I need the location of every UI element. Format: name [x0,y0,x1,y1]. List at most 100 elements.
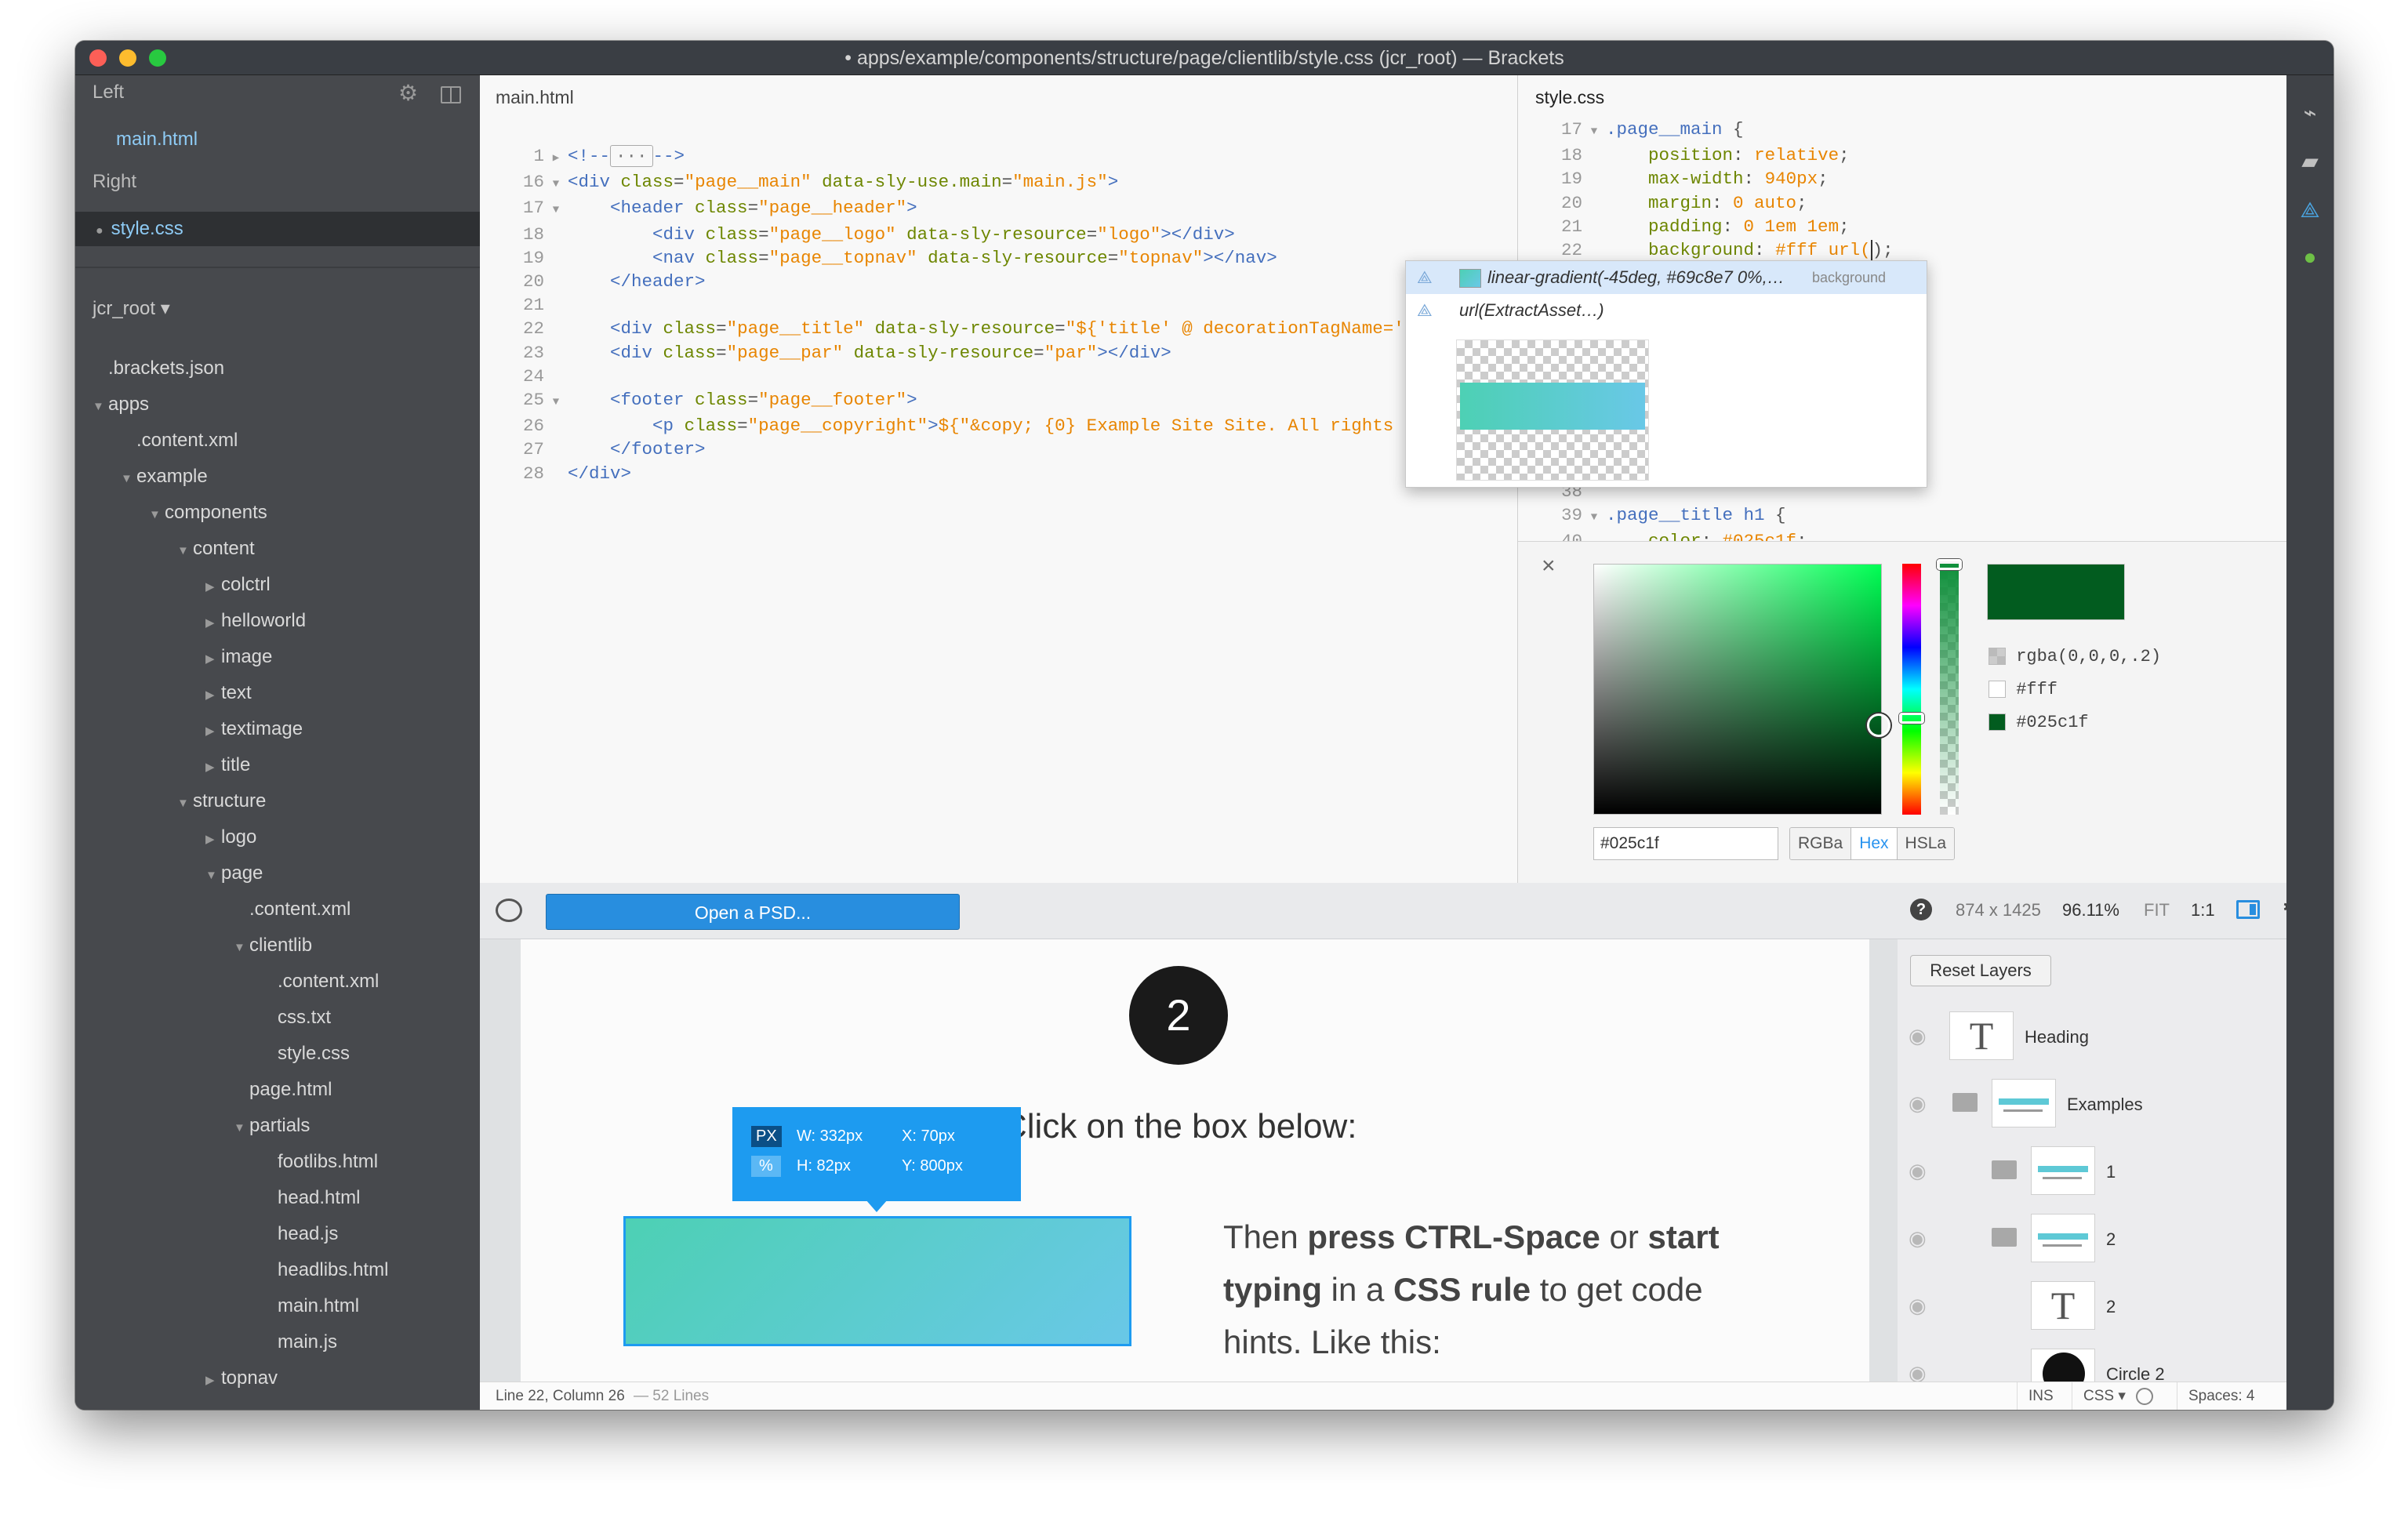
open-psd-button[interactable]: Open a PSD... [546,894,960,930]
tree-file[interactable]: footlibs.html [262,1145,378,1179]
tree-folder[interactable]: ▼content [177,532,255,566]
px-unit-toggle[interactable]: PX [751,1126,782,1147]
code-line[interactable]: 17▼.page__main { [1518,118,2286,143]
tree-folder[interactable]: ▶helloworld [205,604,306,638]
fold-toggle-icon[interactable]: ▶ [552,152,560,165]
extract-icon[interactable]: ⟁ [2300,198,2320,222]
close-icon[interactable]: × [1542,553,1556,579]
swatch-item[interactable]: #fff [1989,674,2161,706]
code-line[interactable]: 20 margin: 0 auto; [1518,191,2286,215]
layer-row[interactable]: ◉Examples [1898,1073,2286,1140]
code-line[interactable]: 1▶<!--···--> [480,144,1510,170]
visibility-eye-icon[interactable]: ◉ [1909,1159,1927,1182]
minimize-window-button[interactable] [119,49,136,67]
tree-folder[interactable]: ▼structure [177,784,266,819]
tree-file[interactable]: main.html [262,1289,359,1323]
code-line[interactable]: 22 background: #fff url(); [1518,238,2286,262]
tree-folder[interactable]: ▶topnav [205,1361,278,1396]
code-line[interactable]: 26 <p class="page__copyright">${"&copy; … [480,414,1510,438]
layers-toggle-icon[interactable] [2236,900,2260,919]
tree-folder[interactable]: ▶image [205,640,272,674]
tree-file[interactable]: .content.xml [234,892,350,927]
hsla-mode-button[interactable]: HSLa [1897,828,1955,859]
tree-folder[interactable]: ▼page [205,856,263,891]
code-line[interactable]: 19 max-width: 940px; [1518,167,2286,191]
actual-size-button[interactable]: 1:1 [2191,900,2215,920]
zoom-window-button[interactable] [149,49,166,67]
fold-toggle-icon[interactable]: ▼ [552,396,560,409]
visibility-eye-icon[interactable]: ◉ [1909,1361,1927,1382]
tree-file[interactable]: headlibs.html [262,1253,388,1287]
tree-folder[interactable]: ▼components [149,496,267,530]
reset-layers-button[interactable]: Reset Layers [1910,955,2051,986]
tree-folder[interactable]: ▼clientlib [234,928,312,963]
linter-icon[interactable]: ● [2303,245,2317,269]
tree-folder[interactable]: ▶textimage [205,712,303,746]
saturation-value-field[interactable] [1593,564,1890,815]
code-line[interactable]: 23 <div class="page__par" data-sly-resou… [480,341,1510,365]
working-file-main-html[interactable]: main.html [116,129,198,150]
visibility-eye-icon[interactable]: ◉ [1909,1226,1927,1250]
layer-row[interactable]: ◉1 [1898,1140,2286,1207]
tree-file[interactable]: style.css [262,1037,350,1071]
code-line[interactable]: 18 position: relative; [1518,143,2286,167]
tree-file[interactable]: page.html [234,1073,332,1107]
tree-file[interactable]: main.js [262,1325,337,1360]
code-line[interactable]: 27 </footer> [480,438,1510,461]
tree-folder[interactable]: ▶title [205,748,250,782]
live-preview-icon[interactable]: ⌁ [2303,100,2317,125]
layer-row[interactable]: ◉Circle 2 [1898,1342,2286,1382]
code-line[interactable]: 25▼ <footer class="page__footer"> [480,388,1510,414]
language-dropdown[interactable]: CSS ▾ [2072,1382,2126,1410]
creative-cloud-icon[interactable] [496,899,522,922]
fold-toggle-icon[interactable]: ▼ [552,204,560,217]
code-line[interactable]: 39▼.page__title h1 { [1518,503,2286,529]
tree-folder[interactable]: ▶logo [205,820,256,855]
psd-preview-canvas[interactable]: 2 Click on the box below: PX % W: 332px … [521,939,1869,1382]
help-icon[interactable]: ? [1910,899,1932,920]
fit-button[interactable]: FIT [2144,900,2170,920]
layer-row[interactable]: ◉2 [1898,1207,2286,1275]
code-line[interactable]: 24 [480,365,1510,388]
selected-gradient-box[interactable] [623,1216,1131,1346]
tree-folder[interactable]: ▼example [121,459,208,494]
insert-mode-toggle[interactable]: INS [2017,1382,2054,1410]
code-line[interactable]: 18 <div class="page__logo" data-sly-reso… [480,223,1510,246]
hue-slider[interactable] [1899,564,1924,815]
html-code[interactable]: 1▶<!--···-->16▼<div class="page__main" d… [480,144,1510,485]
tree-file[interactable]: head.js [262,1217,338,1251]
tree-folder[interactable]: ▼apps [93,387,149,422]
rgba-mode-button[interactable]: RGBa [1790,828,1852,859]
visibility-eye-icon[interactable]: ◉ [1909,1091,1927,1115]
lint-status-icon[interactable] [2136,1388,2153,1405]
color-selector-handle[interactable] [1867,713,1890,737]
hint-item-url[interactable]: ⟁ url(ExtractAsset…) [1406,294,1927,327]
extension-manager-icon[interactable]: ▰ [2301,149,2319,173]
hex-mode-button[interactable]: Hex [1851,828,1898,859]
close-window-button[interactable] [89,49,107,67]
code-line[interactable]: 28</div> [480,462,1510,485]
percent-unit-toggle[interactable]: % [751,1156,781,1177]
code-line[interactable]: 17▼ <header class="page__header"> [480,196,1510,222]
code-line[interactable]: 21 padding: 0 1em 1em; [1518,215,2286,238]
swatch-item[interactable]: #025c1f [1989,706,2161,739]
visibility-eye-icon[interactable]: ◉ [1909,1024,1927,1048]
code-line[interactable]: 16▼<div class="page__main" data-sly-use.… [480,170,1510,196]
fold-toggle-icon[interactable]: ▼ [552,178,560,191]
project-dropdown[interactable]: jcr_root ▾ [93,298,170,319]
tree-file[interactable]: .content.xml [121,423,238,458]
code-line[interactable]: 21 [480,293,1510,317]
tree-folder[interactable]: ▶colctrl [205,568,271,602]
hint-item-gradient[interactable]: ⟁ linear-gradient(-45deg, #69c8e7 0%,… b… [1406,261,1927,294]
tree-file[interactable]: .brackets.json [93,351,224,386]
split-view-icon[interactable] [441,86,461,103]
tree-folder[interactable]: ▼partials [234,1109,310,1143]
fold-toggle-icon[interactable]: ▼ [1590,125,1598,138]
color-hex-input[interactable] [1593,827,1778,860]
code-line[interactable]: 40 color: #025c1f; [1518,529,2286,541]
tree-file[interactable]: .content.xml [262,964,379,999]
html-editor-pane[interactable]: main.html 1▶<!--···-->16▼<div class="pag… [480,75,1518,883]
working-file-style-css[interactable]: ●style.css [96,218,183,239]
